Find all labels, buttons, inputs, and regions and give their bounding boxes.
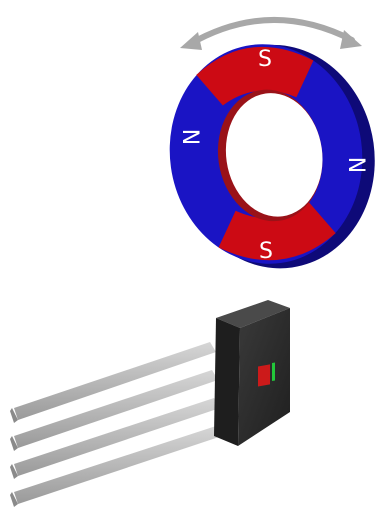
sensor-pins (10, 342, 222, 507)
south-pole-bottom-segment (218, 202, 336, 261)
pole-label-bottom: S (259, 239, 273, 264)
sensor-pin (10, 426, 222, 507)
sensor-pin (10, 370, 218, 451)
sensor-body (214, 300, 290, 446)
pole-label-right: N (343, 157, 368, 173)
ring-magnet (169, 44, 375, 269)
sensor-pin (10, 398, 220, 479)
hall-element-green (272, 362, 275, 382)
pole-label-left: N (177, 129, 202, 145)
rotation-arrow-icon (180, 17, 362, 50)
pole-label-top: S (258, 47, 272, 72)
south-pole-top-segment (196, 46, 314, 106)
sensor-pin (10, 342, 216, 423)
hall-element-red (258, 364, 270, 387)
